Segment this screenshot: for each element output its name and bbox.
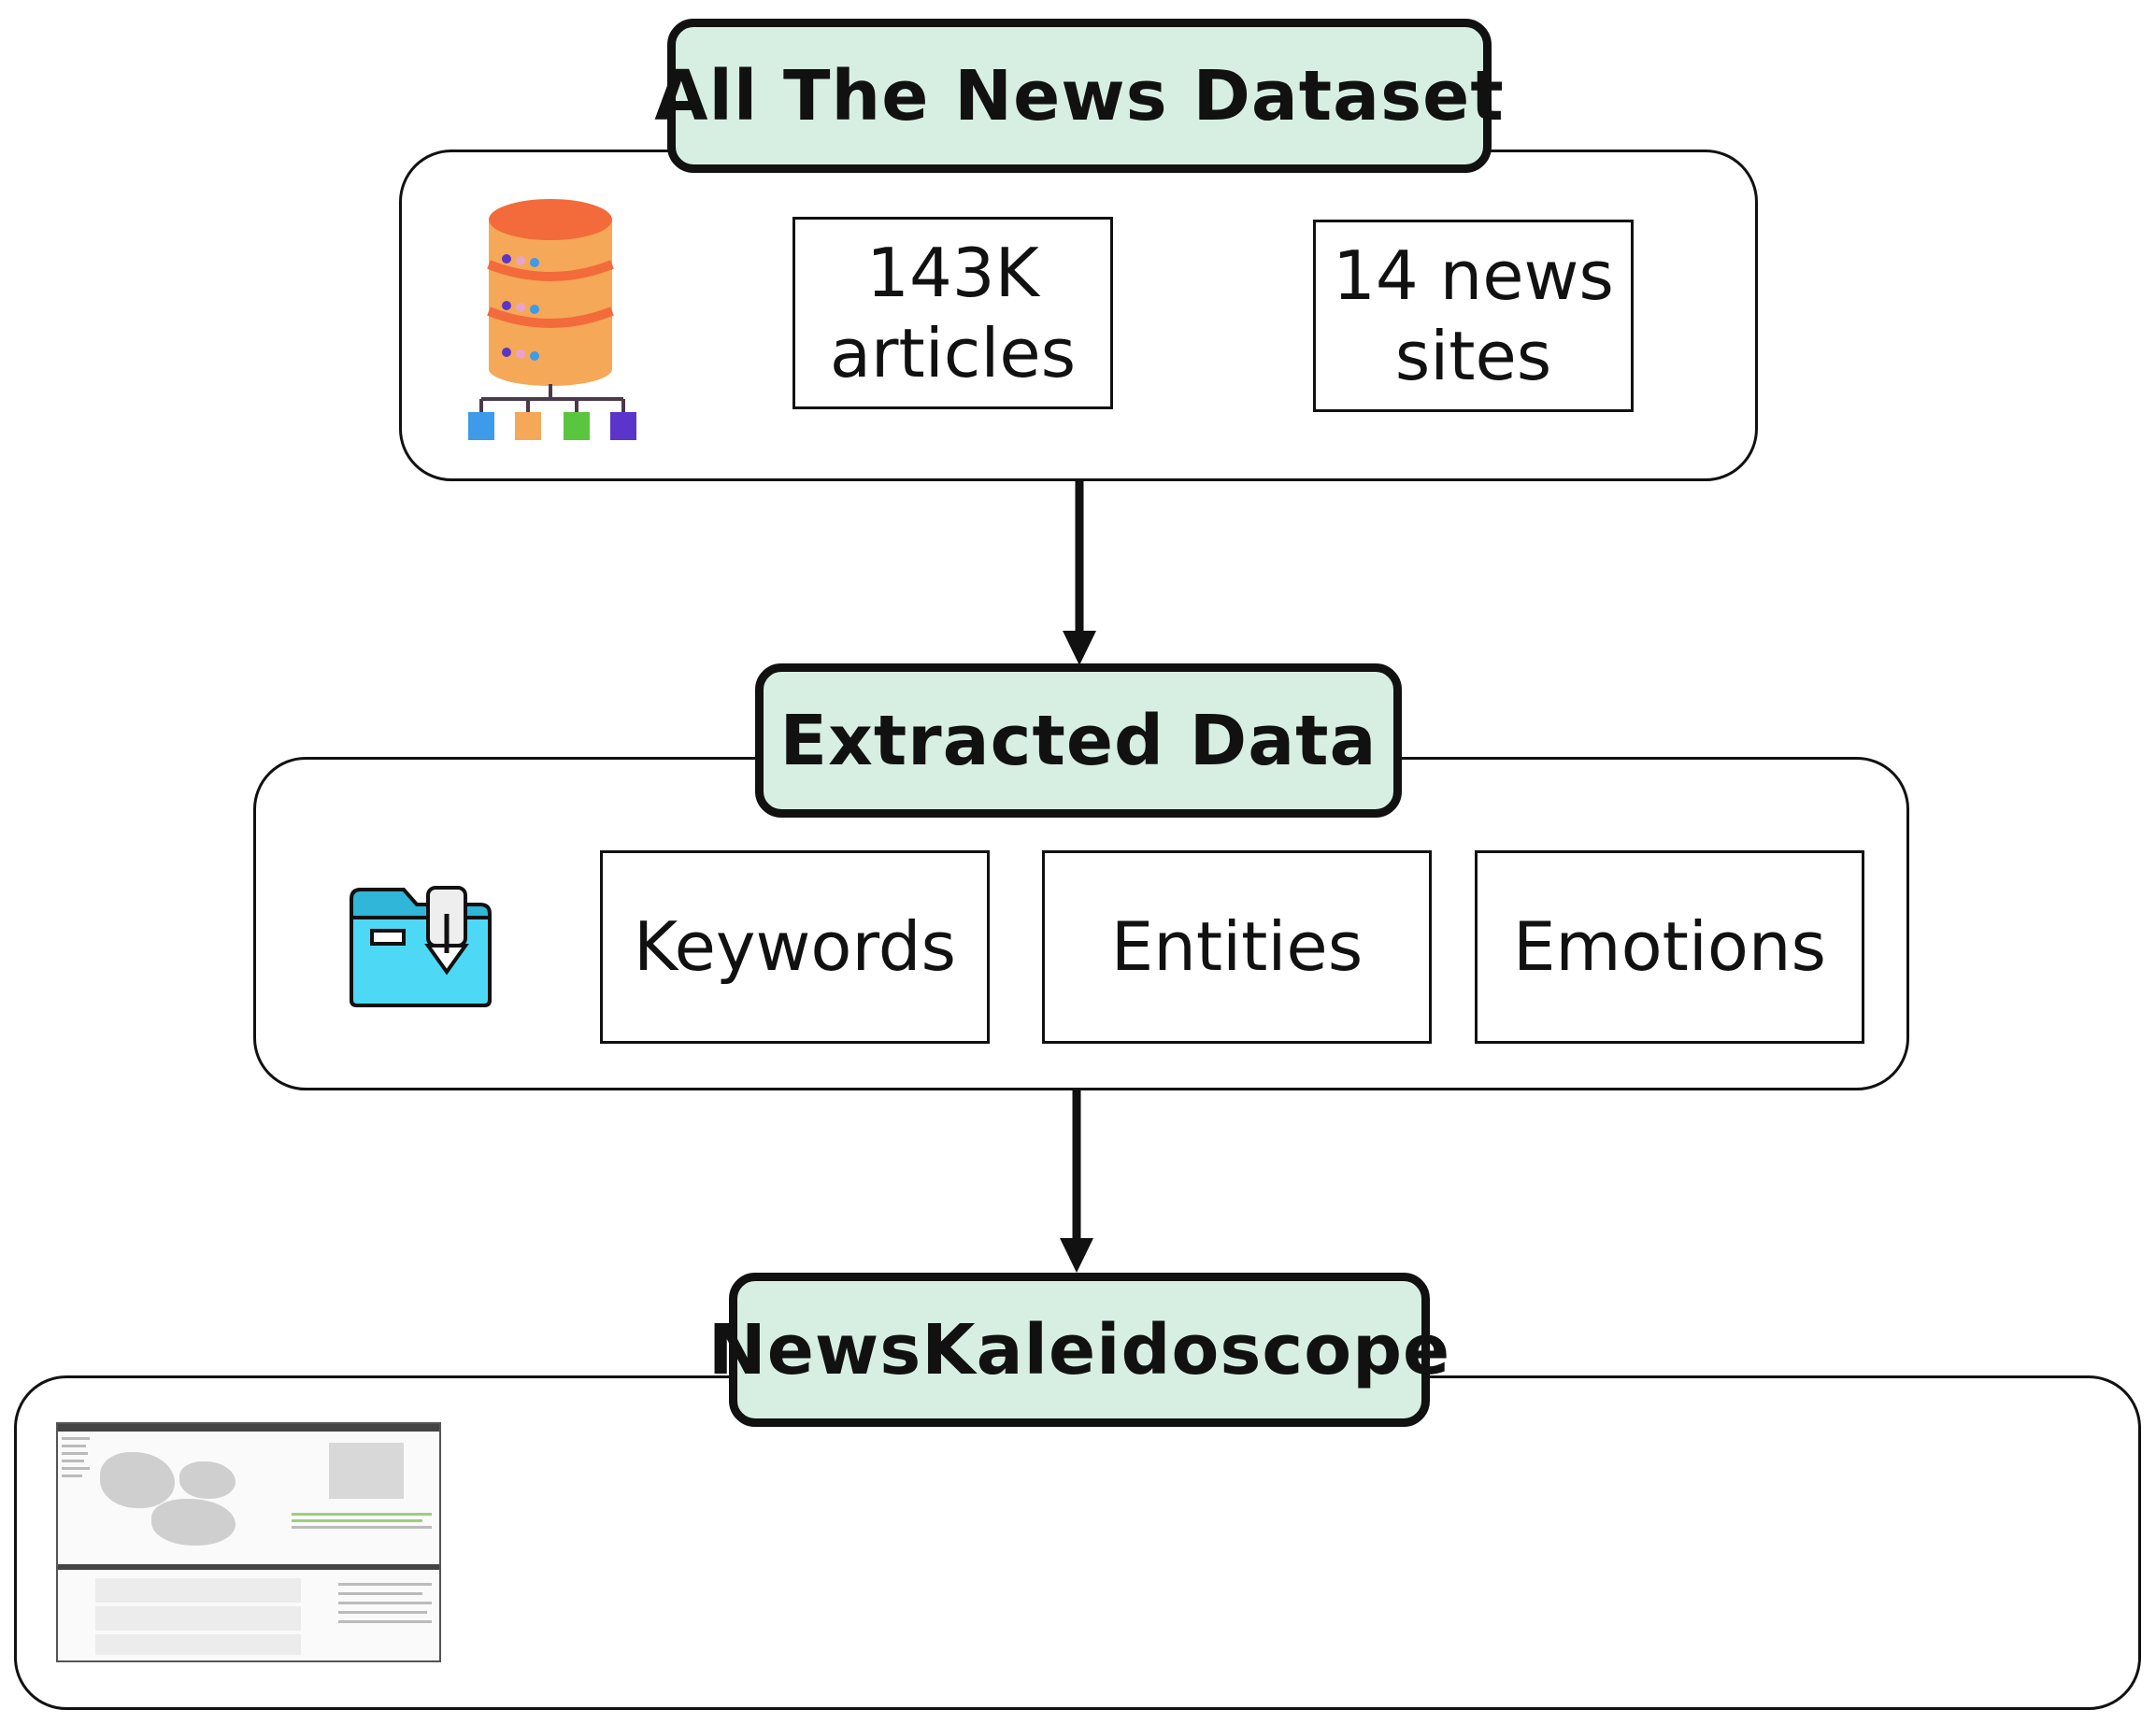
keywords-box: Keywords (600, 850, 990, 1044)
emotions-box: Emotions (1475, 850, 1864, 1044)
extracted-data-title: Extracted Data (755, 663, 1402, 818)
news-sites-count-box: 14 news sites (1313, 220, 1634, 412)
entities-box: Entities (1042, 850, 1432, 1044)
arrow-dataset-to-extracted (1063, 481, 1096, 665)
arrow-extracted-to-kaleidoscope (1060, 1089, 1093, 1273)
database-icon (468, 199, 636, 440)
folder-download-icon (350, 886, 492, 1007)
dataset-title: All The News Dataset (654, 19, 1504, 173)
newskaleidoscope-title: NewsKaleidoscope (708, 1273, 1449, 1427)
articles-count-box: 143K articles (792, 217, 1113, 409)
app-screenshot-thumbnail (56, 1422, 441, 1662)
